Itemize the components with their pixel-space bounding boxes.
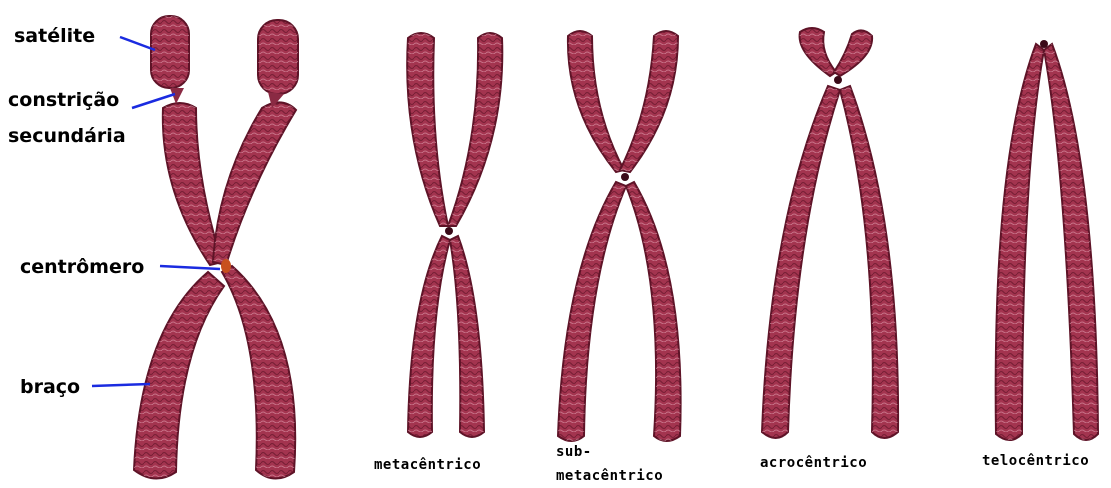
- centromere-label: centrômero: [20, 255, 144, 279]
- main-chromosome: [134, 16, 298, 479]
- acrocentric-chromosome: [762, 28, 898, 438]
- submetacentric-chromosome: [558, 31, 681, 441]
- centromere-pointer: [160, 266, 220, 269]
- arm-pointer: [92, 384, 150, 386]
- satellite-pointer: [120, 37, 155, 50]
- centromere-mark: [221, 259, 231, 273]
- acrocentric-label: acrocêntrico: [760, 455, 867, 471]
- secondary-constriction-label-line2: secundária: [8, 124, 126, 148]
- telocentric-chromosome: [996, 40, 1098, 440]
- metacentric-label: metacêntrico: [374, 457, 481, 473]
- arm-label: braço: [20, 375, 80, 399]
- telocentric-label: telocêntrico: [982, 453, 1089, 469]
- submetacentric-label-line1: sub-: [556, 444, 592, 460]
- metacentric-chromosome: [407, 33, 502, 437]
- satellite-label: satélite: [14, 24, 95, 48]
- submetacentric-label-line2: metacêntrico: [556, 468, 663, 484]
- secondary-constriction-label-line1: constrição: [8, 88, 119, 112]
